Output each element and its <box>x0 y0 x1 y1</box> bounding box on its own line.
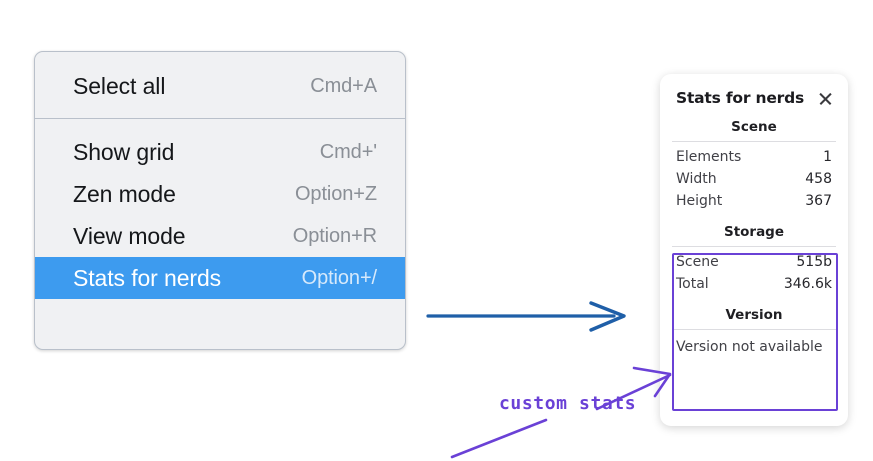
menu-item-label: View mode <box>73 222 186 249</box>
stat-label: Scene <box>676 254 719 270</box>
menu-item-show-grid[interactable]: Show grid Cmd+' <box>35 131 405 173</box>
purple-underline-stroke <box>450 418 548 459</box>
menu-item-shortcut: Option+R <box>292 224 377 247</box>
menu-item-shortcut: Option+Z <box>294 182 377 205</box>
menu-separator <box>35 118 405 119</box>
section-heading-version: Version <box>725 307 783 323</box>
section-divider <box>672 329 836 330</box>
section-heading-scene: Scene <box>731 119 777 135</box>
menu-item-zen-mode[interactable]: Zen mode Option+Z <box>35 173 405 215</box>
stats-for-nerds-panel: Stats for nerds Scene Elements 1 Width 4… <box>660 74 848 426</box>
stat-value: 1 <box>823 149 832 165</box>
menu-item-label: Zen mode <box>73 180 176 207</box>
stats-panel-body: Scene Elements 1 Width 458 Height 367 St… <box>660 107 848 358</box>
section-heading-storage: Storage <box>723 224 785 240</box>
stat-row-storage-scene: Scene 515b <box>670 251 838 273</box>
menu-group-bottom: Show grid Cmd+' Zen mode Option+Z View m… <box>35 119 405 309</box>
annotation-label-custom-stats: custom stats <box>499 393 637 414</box>
canvas-context-menu[interactable]: Select all Cmd+A Show grid Cmd+' Zen mod… <box>34 51 406 350</box>
close-icon[interactable] <box>817 90 834 107</box>
menu-item-shortcut: Cmd+' <box>319 140 377 163</box>
section-divider <box>672 246 836 247</box>
menu-item-view-mode[interactable]: View mode Option+R <box>35 215 405 257</box>
stat-label: Width <box>676 171 717 187</box>
stat-value: 515b <box>796 254 832 270</box>
menu-item-label: Stats for nerds <box>73 264 222 291</box>
stats-panel-title: Stats for nerds <box>676 89 805 107</box>
menu-group-top: Select all Cmd+A <box>35 52 405 118</box>
menu-item-label: Show grid <box>73 138 175 165</box>
stat-row-version-value: Version not available <box>676 339 823 355</box>
stat-label: Total <box>676 276 709 292</box>
stat-value: 458 <box>805 171 832 187</box>
stat-row-width: Width 458 <box>670 168 838 190</box>
blue-arrow <box>426 301 626 332</box>
stat-row-elements: Elements 1 <box>670 146 838 168</box>
menu-item-label: Select all <box>73 72 166 99</box>
stat-value: 346.6k <box>783 276 832 292</box>
stat-label: Elements <box>676 149 742 165</box>
stat-row-storage-total: Total 346.6k <box>670 273 838 295</box>
menu-item-stats-for-nerds[interactable]: Stats for nerds Option+/ <box>35 257 405 299</box>
stat-label: Height <box>676 193 723 209</box>
stat-value: 367 <box>805 193 832 209</box>
menu-item-shortcut: Option+/ <box>301 266 377 289</box>
menu-item-select-all[interactable]: Select all Cmd+A <box>35 65 405 107</box>
menu-item-shortcut: Cmd+A <box>310 74 377 97</box>
stats-panel-header: Stats for nerds <box>660 74 848 107</box>
section-divider <box>672 141 836 142</box>
stat-row-height: Height 367 <box>670 190 838 212</box>
